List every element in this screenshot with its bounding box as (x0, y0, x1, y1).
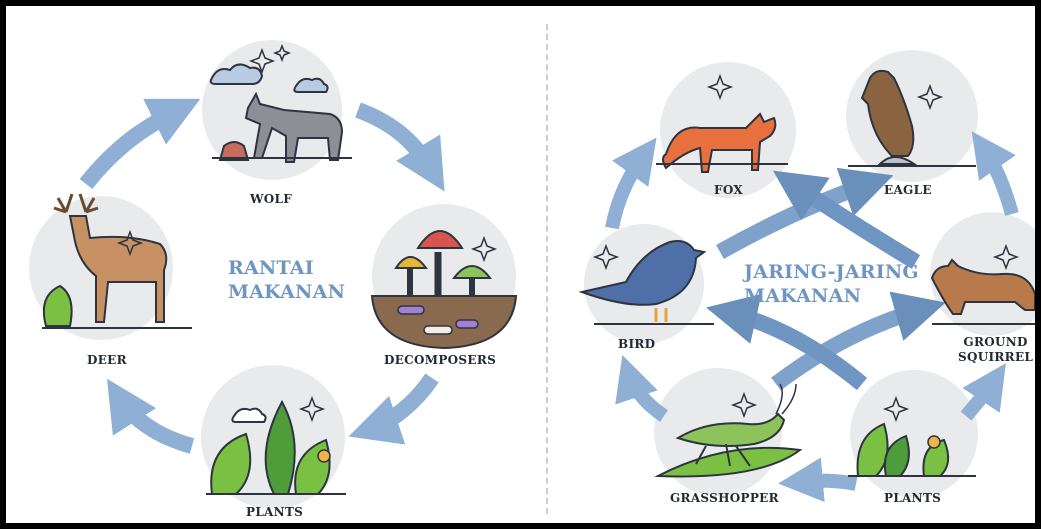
label-fox: FOX (714, 183, 743, 197)
arrow-deer-to-wolf (86, 108, 182, 184)
arrow-bird-to-fox (612, 152, 646, 228)
left-title: RANTAI MAKANAN (228, 256, 345, 304)
label-wolf: WOLF (250, 192, 292, 206)
arrow-squirrel-to-eagle (982, 146, 1012, 214)
diagram-canvas: RANTAI MAKANAN WOLF DECOMPOSERS PLANTS D… (6, 6, 1035, 523)
arrow-plants-to-deer (118, 396, 192, 446)
arrow-plants-to-grasshopper (796, 481, 856, 484)
label-bird: BIRD (618, 337, 655, 351)
label-plants-left: PLANTS (246, 505, 303, 519)
right-title-line2: MAKANAN (744, 284, 919, 308)
label-deer: DEER (87, 353, 127, 367)
arrow-wolf-to-decomposers (358, 110, 434, 174)
arrow-decomposers-to-plants (368, 378, 432, 430)
label-ground-squirrel-line1: GROUND (958, 335, 1033, 350)
label-ground-squirrel-line2: SQUIRREL (958, 350, 1033, 365)
left-title-line2: MAKANAN (228, 280, 345, 304)
label-eagle: EAGLE (884, 183, 932, 197)
left-title-line1: RANTAI (228, 256, 345, 280)
right-title-line1: JARING-JARING (744, 260, 919, 284)
label-grasshopper: GRASSHOPPER (670, 491, 779, 505)
arrow-grasshopper-to-bird (628, 372, 664, 416)
label-decomposers: DECOMPOSERS (384, 353, 496, 367)
label-ground-squirrel: GROUND SQUIRREL (958, 335, 1033, 365)
right-title: JARING-JARING MAKANAN (744, 260, 919, 308)
arrow-plants-to-squirrel (966, 378, 996, 416)
label-plants-right: PLANTS (884, 491, 941, 505)
